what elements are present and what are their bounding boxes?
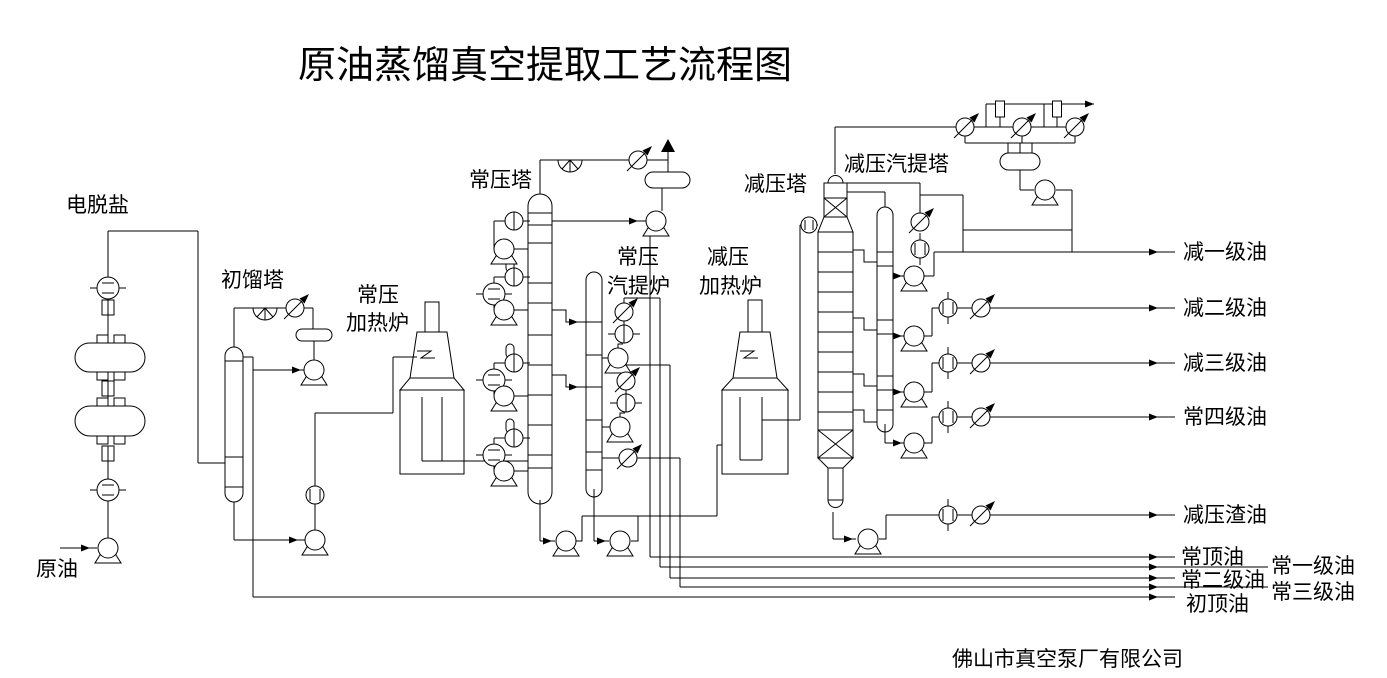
control-valve-icon [1063,112,1090,139]
valve-icon [89,276,127,300]
pump-icon [604,347,632,374]
vac-tower-shell [817,231,854,431]
pump-icon [900,381,928,408]
initial-distillation-unit [224,328,333,503]
pump-icon [94,537,122,564]
valve-icon [305,478,325,512]
control-valve-icon [616,443,643,470]
pump-icon [552,530,580,557]
pump-icon [900,265,928,292]
stream-atm-top-oil: 常顶油 [1181,545,1244,569]
ejector-condensate-drum [999,152,1041,171]
vacuum-furnace [720,299,790,475]
pump-icon [642,210,670,237]
label-atm-stripper-line1: 常压 [617,245,659,269]
heat-exchanger-icon [497,267,531,287]
control-valve-icon [969,402,996,429]
pump-icon [606,530,634,557]
vent-arrow-icon [661,139,675,152]
condenser-icon [252,307,278,321]
atmospheric-furnace [398,301,466,475]
atm-stripper-shell [585,271,603,498]
pump-icon [854,528,882,555]
heat-exchanger-icon [497,428,531,448]
product-stream-lines [253,251,1268,598]
stream-vac-residue-oil: 减压渣油 [1183,503,1267,527]
pump-icon [300,359,328,386]
heat-exchanger-icon [609,393,643,413]
control-valve-icon [953,112,980,139]
condenser-icon [557,159,583,173]
valve-icon [910,232,930,266]
control-valve-icon [1010,112,1037,139]
valve-icon [938,498,958,532]
pump-icon [301,529,329,556]
stream-atm-grade3-oil: 常三级油 [1271,580,1355,604]
valve-icon [938,400,958,434]
pump-icon [900,325,928,352]
label-atm-furnace-line2: 加热炉 [346,311,409,335]
control-valve-icon [969,348,996,375]
vacuum-tower-unit [816,152,1041,508]
stream-atm-grade2-oil: 常二级油 [1181,568,1265,592]
atm-overhead-drum [644,171,691,189]
desalter-drum-lower [74,405,146,437]
label-atm-tower: 常压塔 [469,168,532,192]
desalter-drum-upper [74,342,146,373]
control-valve-icon [969,500,996,527]
stream-vac-grade2-oil: 减二级油 [1183,296,1267,320]
stream-atm-grade1-oil: 常一级油 [1271,554,1355,578]
desalter-unit [74,299,146,462]
control-valve-icon [626,145,653,172]
diagram-title: 原油蒸馏真空提取工艺流程图 [298,45,792,87]
piping [60,103,1094,597]
atmospheric-tower-unit [505,171,691,505]
label-crude-oil: 原油 [36,557,78,581]
stream-atm-grade4-oil: 常四级油 [1183,405,1267,429]
pump-icon [606,416,634,443]
valve-icon [938,291,958,325]
label-electric-desalter: 电脱盐 [66,193,129,217]
flow-arrows [80,100,1158,601]
label-atm-furnace-line1: 常压 [357,283,399,307]
control-valve-icon [969,293,996,320]
vac-furnace-firebox [721,389,789,475]
label-vac-furnace-line1: 减压 [707,245,749,269]
company-name: 佛山市真空泵厂有限公司 [952,647,1183,671]
heat-exchanger-icon [497,353,531,373]
atm-tower-shell [527,193,553,505]
initial-tower-shell [224,346,244,503]
atm-furnace-firebox [399,389,465,475]
heat-exchanger-icon [497,211,531,231]
initial-overhead-drum [295,328,333,342]
valve-icon [938,346,958,380]
control-valve-icon [612,297,639,324]
stream-initial-top-oil: 初顶油 [1186,592,1249,616]
pump-icon [1031,179,1059,206]
valve-icon [800,216,818,234]
label-atm-stripper-line2: 汽提炉 [607,274,670,298]
pump-icon [900,432,928,459]
stream-vac-grade1-oil: 减一级油 [1183,240,1267,264]
control-valve-icon [283,293,310,320]
label-vac-stripper-tower: 减压汽提塔 [844,152,949,176]
stream-vac-grade3-oil: 减三级油 [1183,351,1267,375]
pump-icon [490,238,518,265]
ejector-icon [995,100,1005,128]
control-valve-icon [908,207,935,234]
valve-icon [89,478,127,502]
label-initial-distillation-tower: 初馏塔 [221,268,284,292]
ejector-icon [1052,100,1062,128]
label-vac-tower: 减压塔 [744,172,807,196]
heat-exchanger-icon [607,324,641,344]
label-vac-furnace-line2: 加热炉 [699,274,762,298]
